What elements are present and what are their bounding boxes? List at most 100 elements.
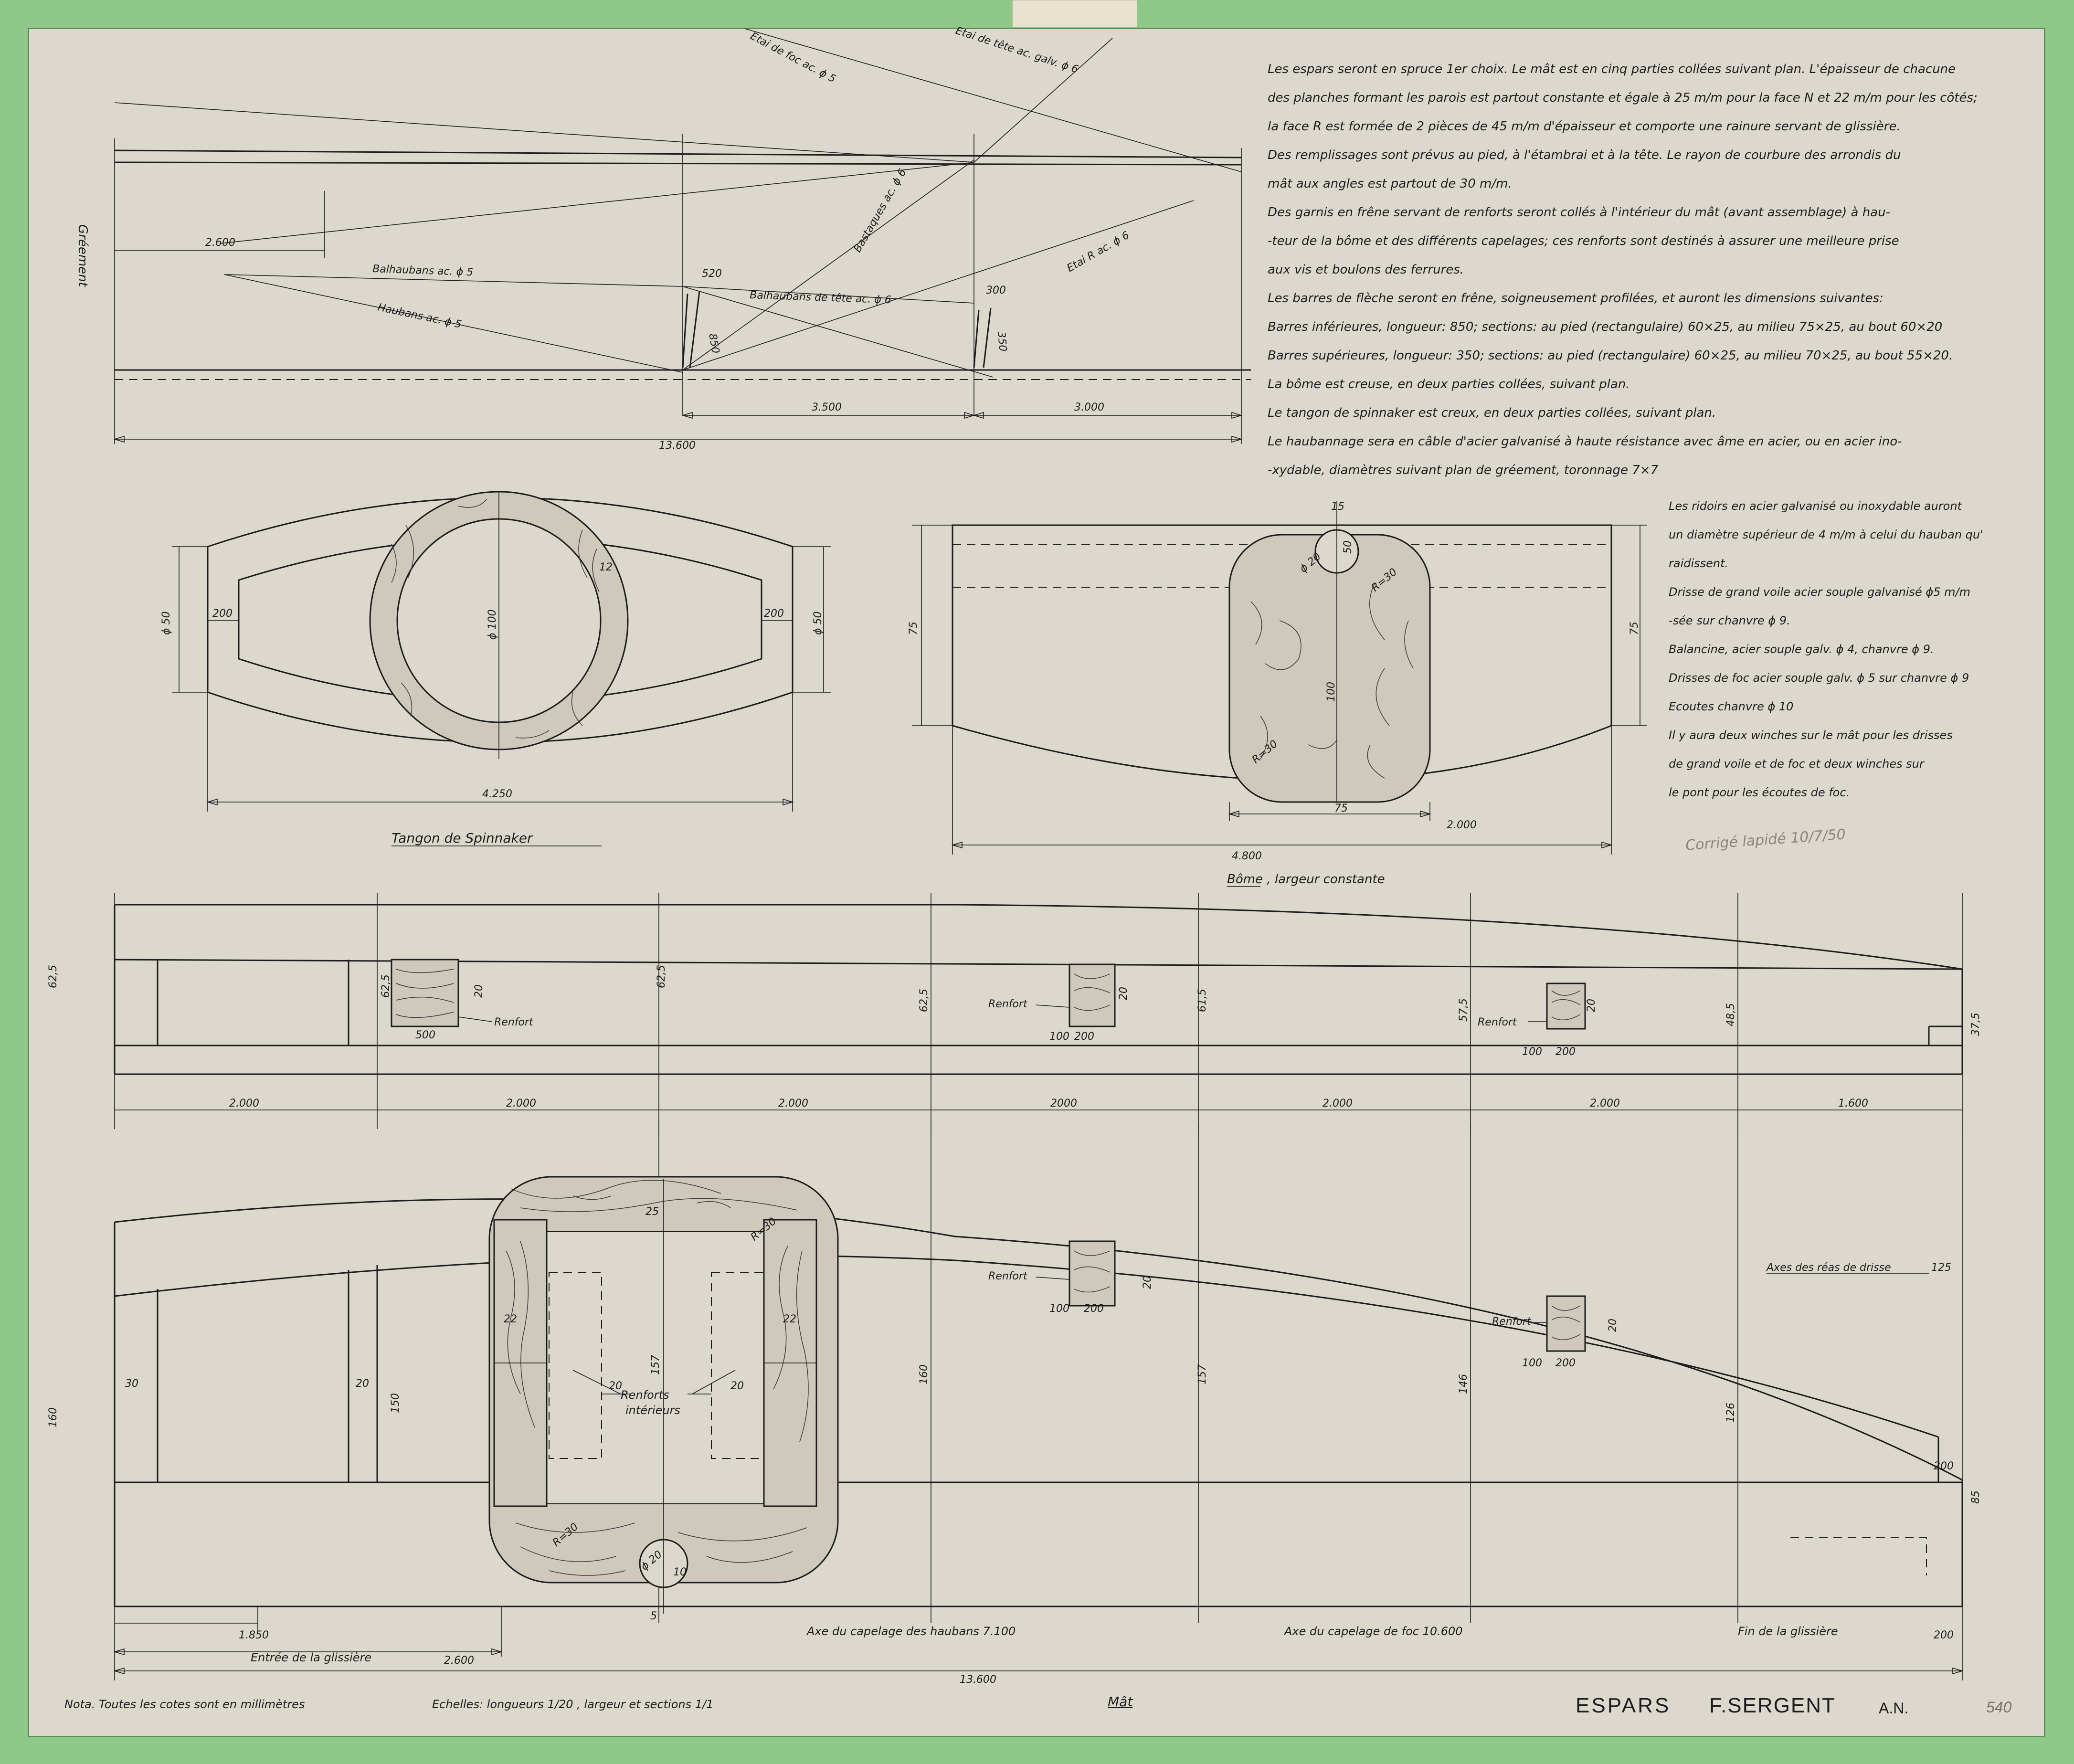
spi-dim-50-right: ϕ 50 (812, 612, 824, 635)
front-dim-200-top: 200 (1934, 1460, 1954, 1472)
note-line: -xydable, diamètres suivant plan de grée… (1268, 463, 1659, 477)
side-seg-5: 2.000 (1590, 1098, 1620, 1109)
front-height-4: 157 (1196, 1364, 1208, 1384)
note-line: des planches formant les parois est part… (1268, 91, 1978, 105)
front-dim-20-r1: 20 (1142, 1276, 1153, 1289)
boom-dim-75-left: 75 (908, 622, 920, 635)
note-line: aux vis et boulons des ferrures. (1268, 263, 1464, 277)
boom-dim-2000: 2.000 (1447, 819, 1477, 831)
note-line: Le tangon de spinnaker est creux, en deu… (1268, 406, 1716, 420)
note-line: Barres inférieures, longueur: 850; secti… (1268, 320, 1943, 334)
side-dim-100-b: 100 (1522, 1046, 1542, 1058)
footer-number: 540 (1986, 1699, 2012, 1716)
rig-dim-13600: 13.600 (659, 440, 696, 452)
footer-mat: Mât (1108, 1694, 1133, 1710)
side-seg-0: 2.000 (229, 1098, 259, 1109)
footer-echelles: Echelles: longueurs 1/20 , largeur et se… (432, 1698, 714, 1711)
boom-dim-4800: 4.800 (1232, 850, 1262, 862)
side-grid-lines (114, 893, 1963, 1129)
front-dim-200-bottom: 200 (1934, 1629, 1954, 1641)
specification-notes: Les espars seront en spruce 1er choix. L… (1268, 55, 1978, 485)
note-line: Drisse de grand voile acier souple galva… (1669, 585, 1970, 599)
note-line: Barres supérieures, longueur: 350; secti… (1268, 349, 1953, 363)
axe-foc-label: Axe du capelage de foc 10.600 (1283, 1625, 1463, 1638)
boom-dim-15: 15 (1331, 501, 1344, 513)
balhaubans-tete-label: Balhaubans de tête ac. ϕ 6 (750, 289, 891, 306)
front-dim-100-a: 100 (1049, 1303, 1069, 1315)
side-renfort-1: Renfort (494, 1016, 534, 1028)
front-dim-13600: 13.600 (960, 1674, 996, 1686)
note-line: Des remplissages sont prévus au pied, à … (1268, 148, 1901, 162)
side-dim-200-b: 200 (1556, 1046, 1576, 1058)
note-line: la face R est formée de 2 pièces de 45 m… (1268, 119, 1901, 134)
boom-dim-75-bottom: 75 (1334, 803, 1348, 814)
front-height-1: 150 (390, 1393, 402, 1413)
note-line: Les espars seront en spruce 1er choix. L… (1268, 62, 1956, 76)
spi-dim-100: ϕ 100 (487, 610, 498, 640)
front-dim-20-r2: 20 (1607, 1319, 1619, 1332)
note-line: de grand voile et de foc et deux winches… (1669, 757, 1924, 771)
front-dim-22-right: 22 (783, 1313, 796, 1325)
side-seg-6: 1.600 (1838, 1098, 1868, 1109)
footer-nota: Nota. Toutes les cotes sont en millimètr… (64, 1698, 305, 1711)
rigging-vertical-label: Gréement (75, 224, 90, 287)
renforts-interieurs-label-2: intérieurs (625, 1404, 680, 1417)
spi-dim-length: 4.250 (482, 788, 512, 800)
front-height-3: 160 (918, 1364, 930, 1384)
front-dim-10: 10 (673, 1566, 687, 1578)
side-dim-20-b: 20 (1118, 987, 1130, 1000)
front-dim-25: 25 (645, 1206, 659, 1218)
front-dim-20-inner-left: 20 (609, 1380, 622, 1392)
note-line: Il y aura deux winches sur le mât pour l… (1669, 729, 1953, 742)
note-line: Drisses de foc acier souple galv. ϕ 5 su… (1669, 671, 1969, 685)
stay-r-label: Etai R ac. ϕ 6 (1065, 229, 1132, 275)
mast-side-view: 62,5 62,5 62,5 62,5 61,5 57,5 48,5 37,5 … (47, 893, 1982, 1129)
rigging-notes: Les ridoirs en acier galvanisé ou inoxyd… (1669, 492, 1983, 807)
spi-dim-200-right: 200 (764, 608, 784, 620)
tape-strip (1012, 0, 1137, 27)
side-height-3: 62,5 (918, 989, 930, 1012)
front-dim-30: 30 (125, 1378, 138, 1390)
axe-reas-label: Axes des réas de drisse (1766, 1262, 1891, 1274)
note-line: raidissent. (1669, 557, 1729, 570)
note-line: -sée sur chanvre ϕ 9. (1669, 614, 1790, 627)
side-seg-4: 2.000 (1323, 1098, 1353, 1109)
side-height-4: 61,5 (1196, 989, 1208, 1012)
spinnaker-title: Tangon de Spinnaker (392, 830, 533, 846)
side-dim-20-a: 20 (473, 984, 485, 998)
front-height-5: 146 (1458, 1374, 1470, 1394)
spi-dim-200-left: 200 (212, 608, 233, 620)
boom-title: Bôme , largeur constante (1227, 872, 1385, 887)
side-height-0: 62,5 (47, 965, 59, 988)
note-line: Le haubannage sera en câble d'acier galv… (1268, 434, 1902, 449)
rig-dim-520: 520 (702, 268, 722, 280)
front-dim-5: 5 (650, 1610, 657, 1622)
footer-espars: ESPARS (1576, 1694, 1671, 1717)
note-line: Les ridoirs en acier galvanisé ou inoxyd… (1669, 499, 1962, 513)
rig-dim-350: 350 (995, 331, 1009, 352)
side-seg-3: 2000 (1050, 1098, 1077, 1109)
rig-dim-3500: 3.500 (812, 401, 842, 413)
spi-dim-12: 12 (599, 561, 613, 573)
front-dim-20: 20 (356, 1378, 369, 1390)
rig-dim-3000: 3.000 (1074, 401, 1104, 413)
note-line: mât aux angles est partout de 30 m/m. (1268, 177, 1512, 191)
front-dim-20-inner-right: 20 (730, 1380, 744, 1392)
front-height-7: 85 (1970, 1490, 1982, 1504)
rig-dim-300: 300 (986, 285, 1006, 296)
boom-dim-75-right: 75 (1629, 622, 1640, 635)
boom-section: 75 75 100 75 2.000 4.800 R=30 R=30 ϕ 20 … (908, 501, 1647, 887)
spi-dim-50-left: ϕ 50 (160, 612, 172, 635)
side-height-7: 37,5 (1970, 1013, 1982, 1036)
side-dim-500: 500 (415, 1029, 435, 1041)
note-line: La bôme est creuse, en deux parties coll… (1268, 377, 1630, 391)
side-height-6: 48,5 (1725, 1003, 1737, 1026)
note-line: le pont pour les écoutes de foc. (1669, 786, 1850, 799)
note-line: -teur de la bôme et des différents capel… (1268, 234, 1899, 248)
front-renfort-2: Renfort (1492, 1316, 1532, 1328)
rig-dim-2600: 2.600 (205, 237, 235, 249)
front-dim-200-a: 200 (1084, 1303, 1104, 1315)
stay-foc-label: Etai de foc ac. ϕ 5 (748, 30, 837, 85)
side-dim-100-a: 100 (1049, 1031, 1069, 1043)
